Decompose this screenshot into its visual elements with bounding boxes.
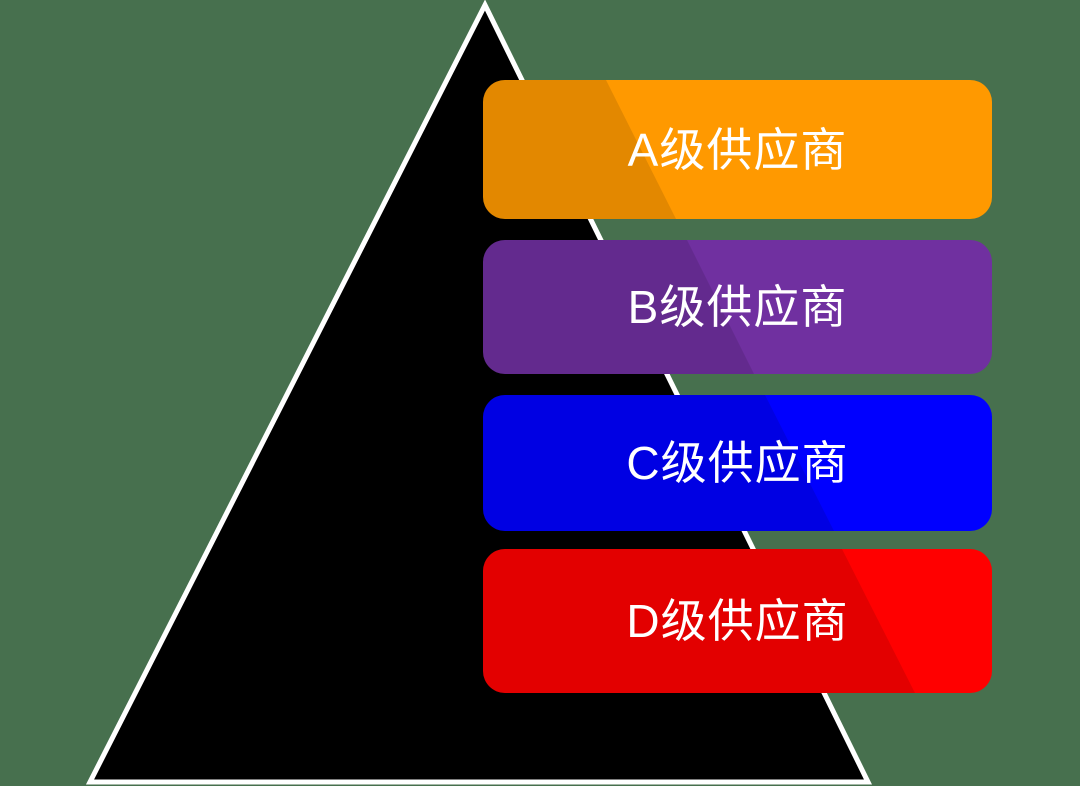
- grade-bar-d[interactable]: D级供应商: [483, 549, 992, 693]
- grade-bar-c[interactable]: C级供应商: [483, 395, 992, 531]
- grade-bar-a-label: A级供应商: [627, 123, 848, 176]
- grade-bar-a[interactable]: A级供应商: [483, 80, 992, 219]
- grade-bar-c-label: C级供应商: [626, 437, 849, 489]
- grade-bar-d-label: D级供应商: [626, 595, 849, 647]
- grade-bar-b-label: B级供应商: [627, 281, 848, 333]
- grade-bar-b[interactable]: B级供应商: [483, 240, 992, 374]
